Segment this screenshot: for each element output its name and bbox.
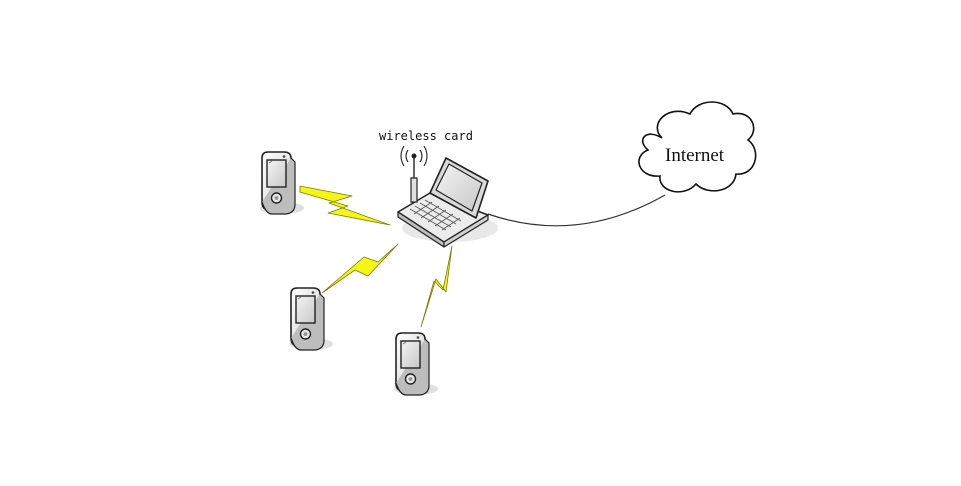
internet-label: Internet: [665, 145, 725, 166]
pda-phone-icon: [393, 332, 439, 396]
lightning-bolt-icon: [420, 245, 453, 328]
antenna-icon: [400, 145, 428, 203]
pda-phone-icon: [259, 151, 305, 215]
cloud-icon: [638, 101, 757, 193]
network-cable: [487, 194, 666, 227]
pda-phone-icon: [288, 287, 334, 351]
wireless-card-label: wireless card: [379, 129, 473, 143]
laptop-icon: [397, 157, 498, 248]
lightning-bolt-icon: [299, 185, 391, 226]
lightning-bolt-icon: [321, 243, 399, 294]
